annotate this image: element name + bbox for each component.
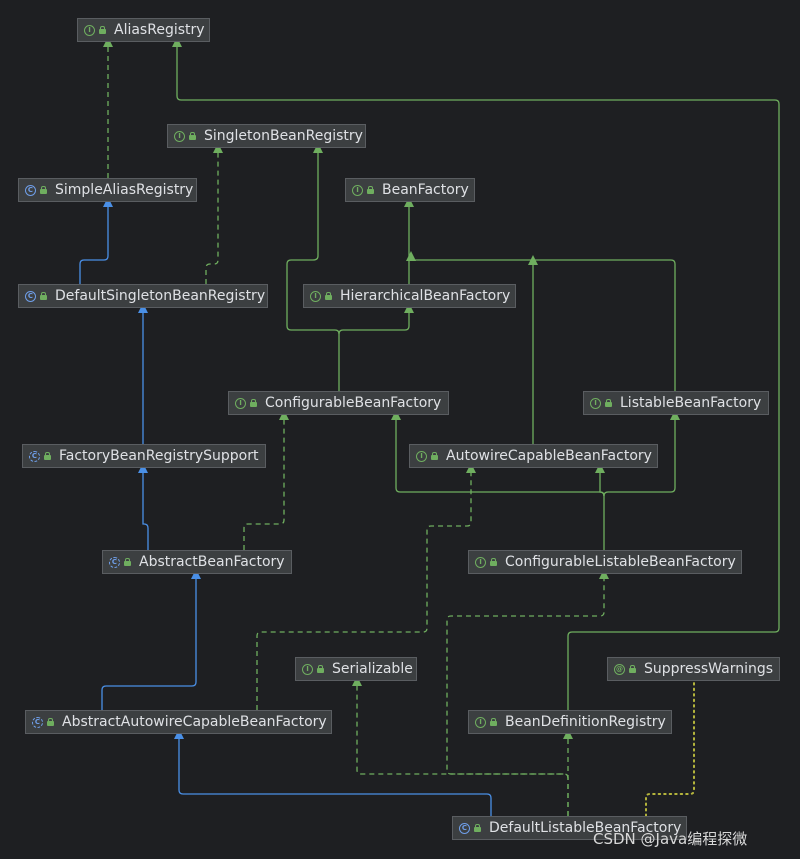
node-label: BeanDefinitionRegistry bbox=[505, 714, 666, 730]
node-factory-bean-registry-support[interactable]: C FactoryBeanRegistrySupport bbox=[22, 444, 266, 468]
node-label: ConfigurableListableBeanFactory bbox=[505, 554, 736, 570]
edge-e-defaultlistable-abstractautowire bbox=[174, 729, 492, 816]
edge-e-configlistable-listable bbox=[603, 410, 680, 550]
public-visibility-icon bbox=[629, 665, 636, 673]
node-autowire-capable-bean-factory[interactable]: I AutowireCapableBeanFactory bbox=[409, 444, 658, 468]
public-visibility-icon bbox=[490, 558, 497, 566]
edge-e-defaultsingleton-simplealias bbox=[79, 197, 113, 284]
node-suppress-warnings[interactable]: @ SuppressWarnings bbox=[607, 657, 780, 681]
public-visibility-icon bbox=[317, 665, 324, 673]
node-singleton-bean-registry[interactable]: I SingletonBeanRegistry bbox=[167, 124, 366, 148]
public-visibility-icon bbox=[490, 718, 497, 726]
edge-e-configurable-singletonreg bbox=[286, 143, 340, 335]
node-serializable[interactable]: I Serializable bbox=[295, 657, 417, 681]
node-label: ListableBeanFactory bbox=[620, 395, 762, 411]
class-icon: C bbox=[25, 184, 36, 196]
interface-icon: I bbox=[235, 397, 246, 409]
public-visibility-icon bbox=[605, 399, 612, 407]
node-bean-definition-registry[interactable]: I BeanDefinitionRegistry bbox=[468, 710, 672, 734]
node-label: ConfigurableBeanFactory bbox=[265, 395, 442, 411]
edge-e-defaultlistable-configlistable bbox=[446, 569, 609, 779]
watermark: CSDN @Java编程探微 bbox=[593, 830, 748, 848]
node-configurable-bean-factory[interactable]: I ConfigurableBeanFactory bbox=[228, 391, 449, 415]
edge-e-defaultlistable-suppresswarnings bbox=[645, 680, 695, 817]
node-abstract-autowire-capable-bean-factory[interactable]: C AbstractAutowireCapableBeanFactory bbox=[25, 710, 332, 734]
edge-e-defaultsingleton-singletonreg bbox=[205, 143, 223, 284]
class-icon: C bbox=[25, 290, 36, 302]
edge-e-abstractbean-configurable bbox=[243, 410, 289, 550]
node-hierarchical-bean-factory[interactable]: I HierarchicalBeanFactory bbox=[303, 284, 516, 308]
public-visibility-icon bbox=[124, 558, 131, 566]
node-label: AliasRegistry bbox=[114, 22, 205, 38]
node-abstract-bean-factory[interactable]: C AbstractBeanFactory bbox=[102, 550, 292, 574]
public-visibility-icon bbox=[250, 399, 257, 407]
public-visibility-icon bbox=[431, 452, 438, 460]
node-label: BeanFactory bbox=[382, 182, 469, 198]
node-bean-factory[interactable]: I BeanFactory bbox=[345, 178, 475, 202]
abstract-class-icon: C bbox=[32, 716, 43, 728]
interface-icon: I bbox=[416, 450, 427, 462]
abstract-class-icon: C bbox=[109, 556, 120, 568]
edge-e-defaultlistable-serializable bbox=[352, 676, 569, 816]
public-visibility-icon bbox=[325, 292, 332, 300]
node-configurable-listable-bean-factory[interactable]: I ConfigurableListableBeanFactory bbox=[468, 550, 742, 574]
node-label: DefaultListableBeanFactory bbox=[489, 820, 682, 836]
edge-e-listable-beanfactory bbox=[406, 251, 676, 391]
interface-icon: I bbox=[84, 24, 95, 36]
annotation-icon: @ bbox=[614, 663, 625, 675]
public-visibility-icon bbox=[40, 292, 47, 300]
edge-e-configurable-hierarchical bbox=[338, 303, 414, 391]
class-icon: C bbox=[459, 822, 470, 834]
edge-e-abstractautowire-abstractbean bbox=[101, 569, 201, 710]
public-visibility-icon bbox=[47, 718, 54, 726]
edge-e-beandefreg-aliasregistry bbox=[172, 37, 780, 710]
abstract-class-icon: C bbox=[29, 450, 40, 462]
edge-e-abstractbean-factorybeansupport bbox=[138, 463, 149, 550]
node-label: SingletonBeanRegistry bbox=[204, 128, 363, 144]
node-label: AbstractAutowireCapableBeanFactory bbox=[62, 714, 327, 730]
node-label: FactoryBeanRegistrySupport bbox=[59, 448, 259, 464]
node-label: SuppressWarnings bbox=[644, 661, 774, 677]
node-label: AutowireCapableBeanFactory bbox=[446, 448, 652, 464]
node-default-singleton-bean-registry[interactable]: C DefaultSingletonBeanRegistry bbox=[18, 284, 268, 308]
node-label: Serializable bbox=[332, 661, 413, 677]
public-visibility-icon bbox=[40, 186, 47, 194]
interface-icon: I bbox=[475, 716, 486, 728]
node-simple-alias-registry[interactable]: C SimpleAliasRegistry bbox=[18, 178, 197, 202]
edge-e-abstractautowire-autowire bbox=[256, 463, 476, 710]
interface-icon: I bbox=[174, 130, 185, 142]
interface-icon: I bbox=[310, 290, 321, 302]
public-visibility-icon bbox=[367, 186, 374, 194]
node-alias-registry[interactable]: I AliasRegistry bbox=[77, 18, 210, 42]
public-visibility-icon bbox=[44, 452, 51, 460]
node-label: SimpleAliasRegistry bbox=[55, 182, 194, 198]
interface-icon: I bbox=[352, 184, 363, 196]
public-visibility-icon bbox=[99, 26, 106, 34]
node-label: DefaultSingletonBeanRegistry bbox=[55, 288, 266, 304]
interface-icon: I bbox=[475, 556, 486, 568]
node-label: HierarchicalBeanFactory bbox=[340, 288, 511, 304]
node-label: AbstractBeanFactory bbox=[139, 554, 285, 570]
public-visibility-icon bbox=[474, 824, 481, 832]
edge-e-configlistable-autowire bbox=[595, 463, 605, 497]
node-listable-bean-factory[interactable]: I ListableBeanFactory bbox=[583, 391, 769, 415]
public-visibility-icon bbox=[189, 132, 196, 140]
interface-icon: I bbox=[302, 663, 313, 675]
node-default-listable-bean-factory[interactable]: C DefaultListableBeanFactory bbox=[452, 816, 687, 840]
interface-icon: I bbox=[590, 397, 601, 409]
